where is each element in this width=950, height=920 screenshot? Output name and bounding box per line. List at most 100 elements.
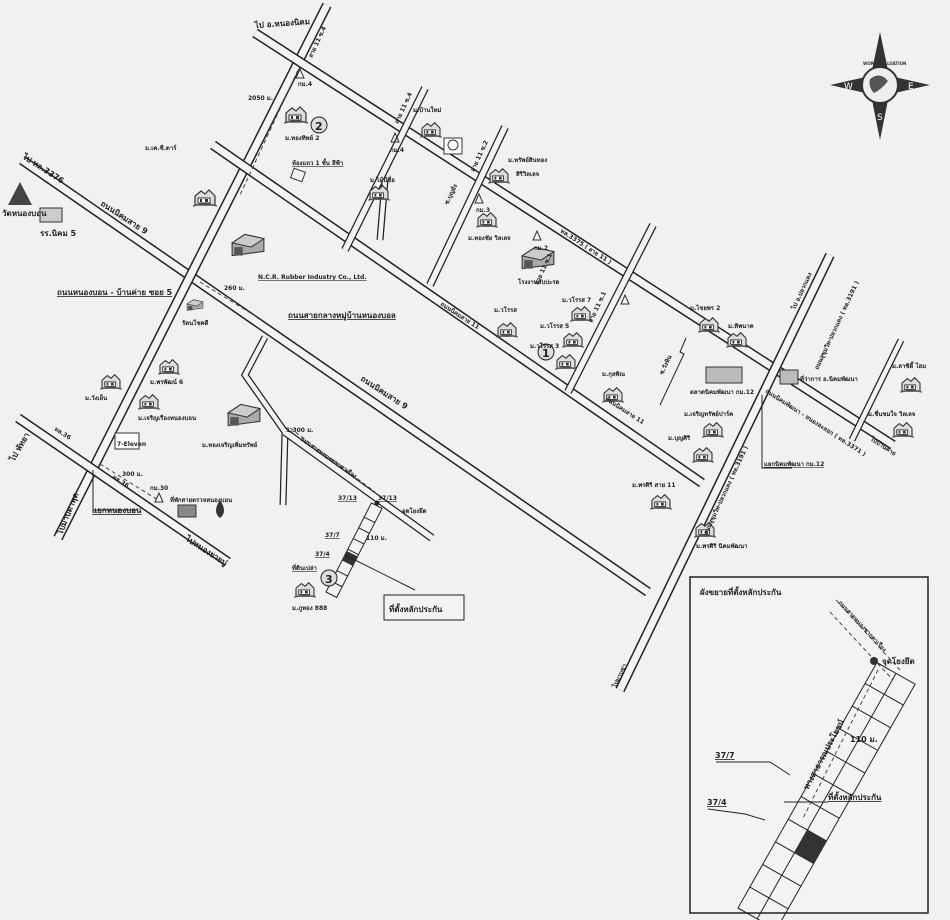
plot-strip [325, 502, 383, 599]
label-place: ม.เค.ซี.ดาร์ [145, 144, 177, 152]
marker-2[interactable]: 2 [310, 116, 328, 134]
gas-station-drop-icon [216, 500, 224, 518]
label-place: รัตนโชคดี [182, 319, 209, 327]
label-place: ม.ทรัพย์สินทอง [508, 156, 547, 164]
house-icon [193, 189, 217, 207]
label-place: ตลาดนิคมพัฒนา กม.12 [690, 388, 754, 396]
label-village-center-road: ถนนสายกลางหมู่บ้านหนองบอล [288, 310, 396, 321]
marker-3[interactable]: 3 [320, 569, 338, 587]
seven-eleven-logo [114, 432, 140, 450]
collateral-plot [342, 551, 358, 566]
label-place: ม.เจริญเรืองหนองบอน [138, 414, 197, 422]
label-place: ม.บ้านใหม่ [413, 106, 441, 114]
school-icon [39, 207, 63, 223]
label-place: ม.พรศิริ สาย 11 [632, 481, 676, 489]
label-place: วัดหนองบอน [2, 209, 47, 218]
label-nikhom-junction: แยกนิคมพัฒนา กม.12 [764, 460, 824, 468]
label-distance: 2050 ม. [248, 95, 273, 102]
house-icon [420, 122, 442, 138]
house-icon [496, 322, 518, 338]
house-icon [284, 106, 308, 124]
road-soi-right [848, 338, 905, 442]
distance-1300-line [289, 427, 376, 493]
factory-icon [186, 299, 204, 311]
house-icon [100, 374, 122, 390]
label-distance: 260 ม. [224, 285, 245, 292]
road-36 [15, 413, 231, 567]
label-place: ที่ว่าการ อ.นิคมพัฒนา [800, 374, 858, 383]
inset-collateral-plot [794, 830, 827, 864]
km-post-icon [532, 230, 542, 241]
label-place: ม.ทองเจริญเพิ่มทรัพย์ [202, 440, 258, 449]
government-seal-icon [447, 139, 459, 151]
label-soi-wanghin: ซ.วังหิน [658, 353, 674, 376]
collateral-callout[interactable]: ที่ตั้งหลักประกัน [383, 594, 465, 621]
map-icons: 7-Eleven [8, 68, 922, 598]
label-to-pattaya: ไป พัทยา [7, 431, 32, 464]
label-place: ม.ลาซิตี้ โฮม [892, 360, 926, 370]
house-icon [650, 494, 672, 510]
label-place: ม.พรพัฒน์ 6 [150, 378, 183, 386]
label-place: โรงงานสับปะรด [517, 278, 560, 286]
compass-west: W [844, 82, 853, 92]
svg-text:ที่ตั้งหลักประกัน: ที่ตั้งหลักประกัน [389, 603, 443, 614]
house-icon [562, 332, 584, 348]
label-sukhumvit-pluakdaeng: ถนนสุขุมวิท-ปลวกแดง ( ทล.3191 ) [813, 279, 861, 370]
label-to-nong-yai-bu: ไปหนองยายบู่ [183, 533, 230, 569]
inset-plot-strip [737, 661, 916, 920]
house-icon [555, 354, 577, 370]
inset-anchor-icon [870, 657, 878, 665]
label-place: N.C.R. Rubber Industry Co., Ltd. [258, 274, 367, 281]
label-plot: 37/13 [338, 495, 357, 502]
distance-2050-line [239, 69, 299, 196]
label-place: ที่พักสายตรวจหนองบอน [170, 495, 233, 504]
label-km: กม.3 [476, 207, 490, 214]
soi-wanghin-line [659, 337, 687, 406]
label-place: ม.พรศิริ นิคมพัฒนา [696, 542, 747, 550]
label-plot: 37/4 [315, 551, 330, 558]
house-icon [900, 377, 922, 393]
km-post-icon [154, 492, 164, 503]
compass-east: E [908, 82, 914, 92]
label-km: กม.30 [150, 485, 168, 492]
svg-text:1: 1 [542, 347, 550, 360]
label-distance: 1,300 ม. [286, 427, 313, 434]
label-place: ม.วโรรส 7 [562, 296, 591, 304]
label-place: ห้องแถว 1 ชั้น สีฟ้า [292, 157, 343, 167]
compass-brand: WORLD VALUATION [863, 61, 906, 66]
label-anchor: จุดโยงยึด [402, 507, 427, 515]
label-place: สิริวิลเลจ [516, 170, 540, 178]
shophouse-icon [290, 167, 306, 183]
seven-eleven-label: 7-Eleven [117, 441, 146, 448]
house-icon [158, 359, 180, 375]
label-plot: 37/13 [378, 495, 397, 502]
svg-text:2: 2 [315, 120, 323, 133]
label-place: ม.วโรรส 3 [530, 342, 559, 350]
inset-anchor-label: จุดโยงยึด [882, 656, 915, 667]
label-km: กม.4 [298, 81, 312, 88]
inset-plot-37-4: 37/4 [707, 798, 727, 807]
label-place: ม.ไชยพร 2 [690, 304, 720, 312]
label-nongbon-bankhai: ถนนหนองบอน - บ้านค่าย ซอย 5 [57, 287, 173, 297]
road-soi-11-1 [564, 223, 657, 394]
marker-1[interactable]: 1 [537, 343, 555, 361]
road-network [15, 2, 905, 693]
compass-south: S [877, 113, 883, 123]
market-icon [705, 366, 743, 384]
label-nongbon-junction: แยกหนองบอน [92, 506, 142, 515]
road-3191 [615, 252, 835, 693]
inset-title: ผังขยายที่ตั้งหลักประกัน [700, 586, 782, 597]
label-route-3375: ทล.3375 ( สาย 11 ) [559, 228, 613, 266]
inset-distance: 110 ม. [850, 735, 878, 744]
house-icon [892, 422, 914, 438]
factory-icon [231, 233, 265, 257]
label-nong-chak-road: ถนนสายหนองชากตาเรือง [299, 435, 359, 480]
label-place: ที่ดินเปล่า [292, 563, 317, 572]
road-soi-11-4 [341, 86, 429, 252]
label-place: ม.วโรรส 5 [540, 322, 569, 330]
label-place: ม.ทองทิพย์ 2 [285, 134, 319, 142]
nongbon-junction-leader [92, 470, 138, 511]
factory-icon [227, 403, 261, 427]
inset-plot-37-7: 37/7 [715, 751, 735, 760]
road-nikhom-11 [210, 140, 705, 488]
